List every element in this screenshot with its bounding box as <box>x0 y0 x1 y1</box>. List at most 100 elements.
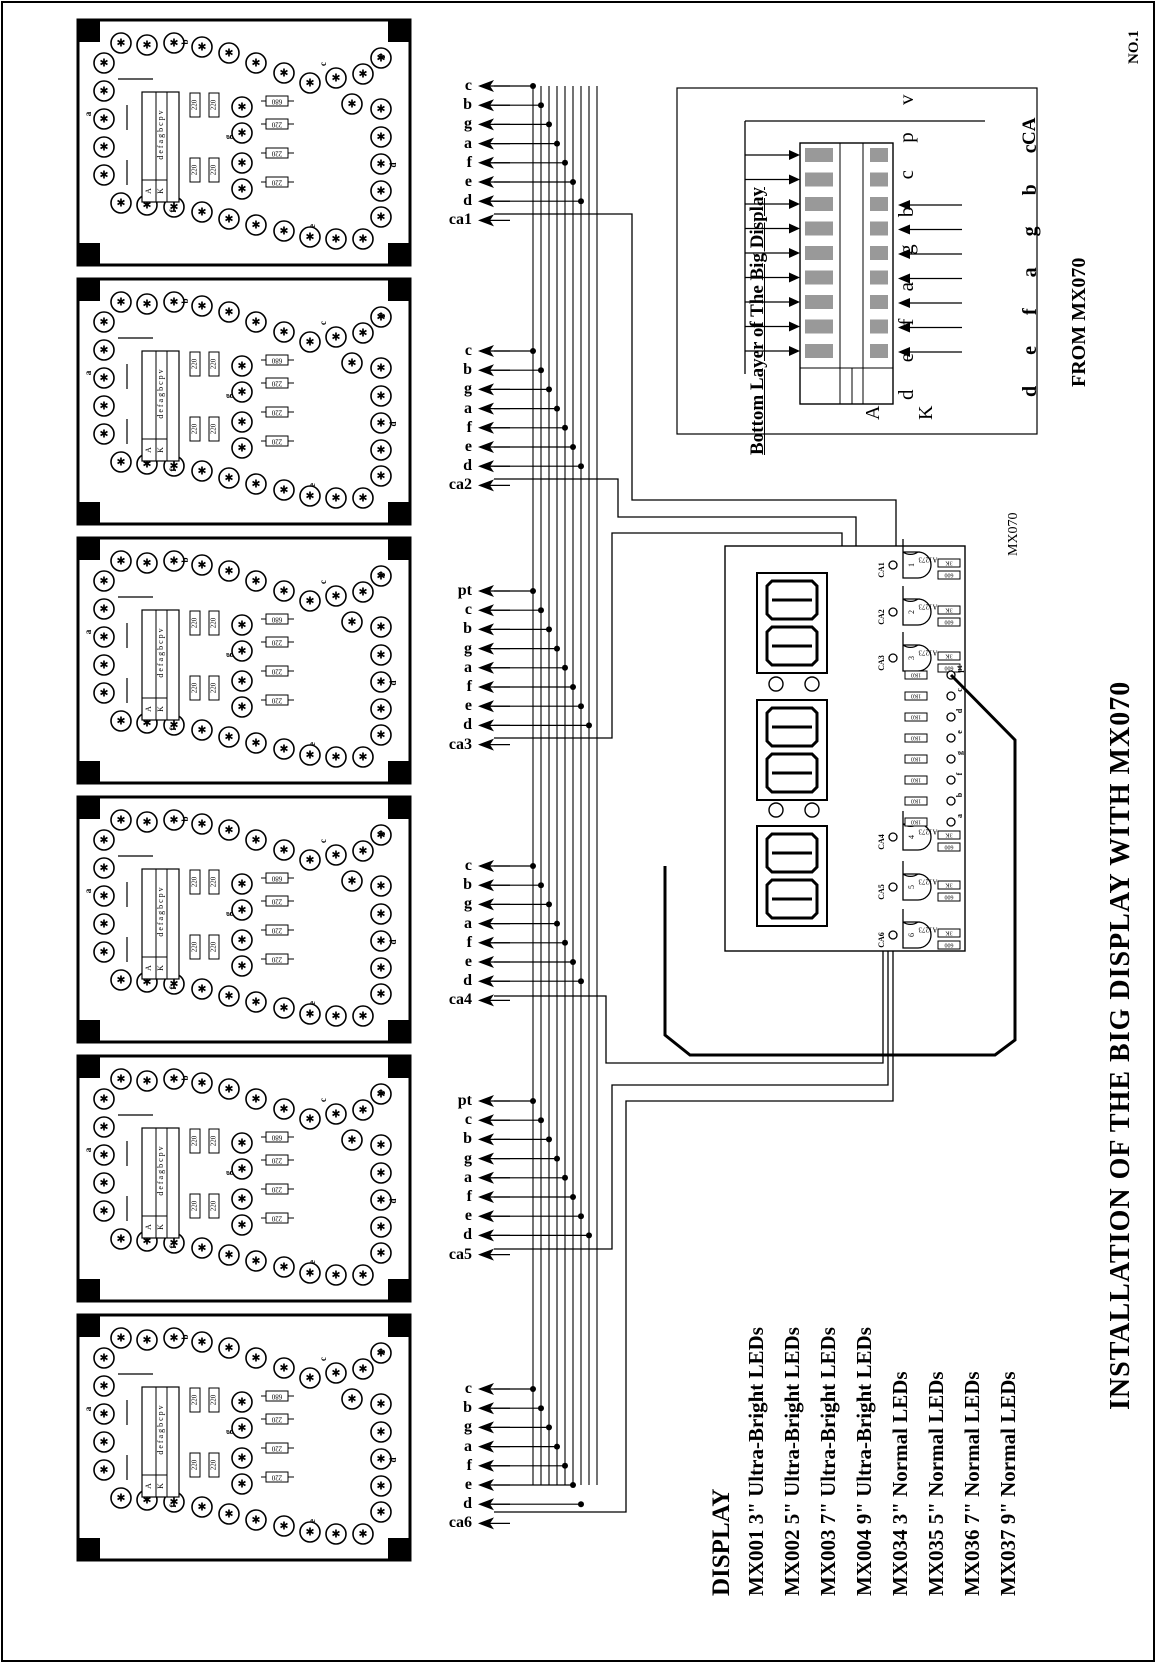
led-pad <box>325 487 347 509</box>
led-pad <box>273 997 295 1019</box>
arrow-head <box>789 297 800 307</box>
led-icon: ✱ <box>331 1270 340 1282</box>
led-pad <box>370 1501 392 1523</box>
led-pad <box>341 611 363 633</box>
header-k-label: K <box>156 1224 165 1230</box>
segment-label-b: b <box>180 39 190 44</box>
led-pad <box>370 1162 392 1184</box>
led-pad <box>245 214 267 236</box>
led-icon: ✱ <box>251 479 260 491</box>
led-pad <box>110 32 132 54</box>
led-icon: ✱ <box>116 1234 125 1246</box>
led-icon: ✱ <box>116 1493 125 1505</box>
led-pad <box>299 1521 321 1543</box>
led-pad <box>191 295 213 317</box>
led-pad <box>370 1393 392 1415</box>
ca-terminal <box>888 560 898 570</box>
led-icon: ✱ <box>347 99 356 111</box>
arrow-head <box>789 223 800 234</box>
led-pad <box>245 1088 267 1110</box>
led-pad <box>93 654 115 676</box>
resistor <box>265 435 289 447</box>
segment-pin <box>946 775 956 785</box>
led-icon: ✱ <box>376 159 385 171</box>
resistor-label: 220 <box>271 1473 282 1481</box>
led-pad <box>93 1403 115 1425</box>
connector-label: d <box>463 716 472 734</box>
connector-label: e <box>464 173 472 190</box>
led-icon: ✱ <box>99 58 108 70</box>
display-board: ✱✱✱✱✱✱✱✱✱✱✱✱✱✱✱✱✱✱✱✱✱✱✱✱✱✱✱✱✱✱✱✱✱✱✱✱d e … <box>76 277 412 526</box>
led-pad <box>110 1068 132 1090</box>
ca-terminal-label: CA6 <box>877 932 886 948</box>
arrow-head <box>898 224 910 235</box>
header-connector <box>141 609 180 721</box>
led-icon: ✱ <box>331 850 340 862</box>
controller-output-bus <box>663 673 1017 1057</box>
led-icon: ✱ <box>251 317 260 329</box>
led-pad <box>163 809 185 831</box>
led-icon: ✱ <box>237 879 246 891</box>
resistor <box>937 842 961 852</box>
led-icon: ✱ <box>347 876 356 888</box>
ca-terminal <box>888 832 898 842</box>
segment-pin <box>946 712 956 722</box>
resistor-label: 220 <box>271 1185 282 1193</box>
led-pad <box>93 339 115 361</box>
led-pad <box>245 1347 267 1369</box>
ca-return-wire <box>494 213 897 555</box>
connector-label: a <box>464 914 472 932</box>
arrow-head <box>898 273 910 284</box>
pad-fill <box>805 319 833 334</box>
led-pad <box>93 1375 115 1397</box>
bottom-layer-k: K <box>915 405 937 420</box>
connector-label: ca3 <box>448 735 472 753</box>
resistor-label: 220 <box>210 164 218 175</box>
ca-terminal <box>888 607 898 617</box>
led-pad <box>93 367 115 389</box>
led-icon: ✱ <box>99 891 108 903</box>
gate-number: 3 <box>907 656 916 660</box>
segment-pin-label: d <box>955 708 964 713</box>
segment-label-b: b <box>180 816 190 821</box>
led-pad <box>245 311 267 333</box>
led-pad <box>163 291 185 313</box>
led-icon: ✱ <box>376 1222 385 1234</box>
led-pad <box>218 301 240 323</box>
ca-terminal-label: CA1 <box>877 562 886 578</box>
ca-terminal-label: CA5 <box>877 884 886 900</box>
led-icon: ✱ <box>237 102 246 114</box>
led-icon: ✱ <box>358 1011 367 1023</box>
segment-label-f: f <box>168 1245 178 1249</box>
led-pad <box>245 829 267 851</box>
led-icon: ✱ <box>305 337 314 349</box>
led-icon: ✱ <box>99 317 108 329</box>
led-pad <box>231 1391 253 1413</box>
led-icon: ✱ <box>305 1268 314 1280</box>
board-corner-mount <box>388 1315 410 1337</box>
led-pad <box>341 870 363 892</box>
bottom-layer-a: A <box>862 405 884 420</box>
led-pad <box>352 1264 374 1286</box>
led-pad <box>299 744 321 766</box>
segment-label-c: c <box>318 321 328 325</box>
resistor-label: 220 <box>271 667 282 675</box>
led-icon: ✱ <box>305 232 314 244</box>
resistor <box>937 830 961 840</box>
resistor <box>265 1471 289 1483</box>
led-icon: ✱ <box>358 493 367 505</box>
led-pad <box>93 423 115 445</box>
segment-label-g: g <box>223 652 233 657</box>
led-icon: ✱ <box>224 1084 233 1096</box>
resistor <box>189 1452 201 1478</box>
display-board: ✱✱✱✱✱✱✱✱✱✱✱✱✱✱✱✱✱✱✱✱✱✱✱✱✱✱✱✱✱✱✱✱✱✱✱✱d e … <box>76 536 412 785</box>
segment-label-p: p <box>375 1089 385 1094</box>
led-pad <box>325 1362 347 1384</box>
led-icon: ✱ <box>347 358 356 370</box>
connector-label: a <box>464 134 472 152</box>
led-pad <box>93 829 115 851</box>
led-icon: ✱ <box>169 556 178 568</box>
resistor-label: 220 <box>210 99 218 110</box>
resistor-label: 680 <box>271 874 282 882</box>
